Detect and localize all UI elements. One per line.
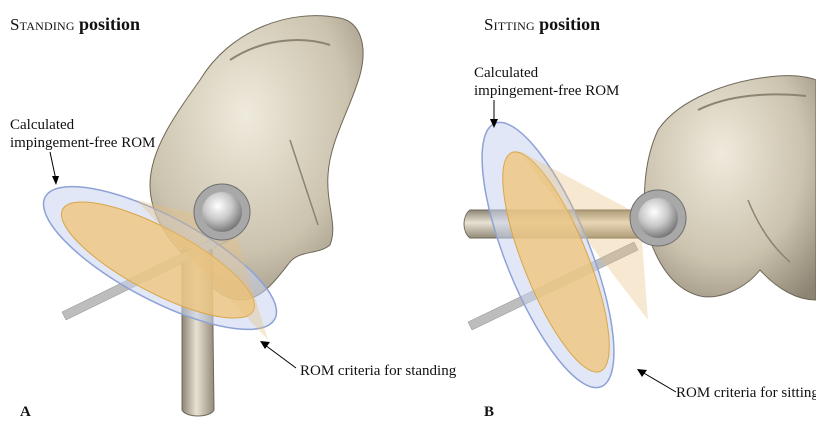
title-word-2: position (539, 14, 600, 34)
calculated-label-line2: impingement-free ROM (10, 134, 155, 152)
calculated-rom-label: Calculated impingement-free ROM (474, 64, 619, 100)
title-word-1: Sitting (484, 15, 535, 34)
criteria-label: ROM criteria for sitting (676, 384, 816, 402)
calculated-label-line2: impingement-free ROM (474, 82, 619, 100)
panel-letter: A (20, 404, 31, 421)
panel-standing: Standing position Calculated impingement… (0, 0, 408, 424)
calculated-label-line1: Calculated (474, 64, 619, 82)
calculated-label-line1: Calculated (10, 116, 155, 134)
panel-title: Sitting position (484, 14, 600, 35)
panel-title: Standing position (10, 14, 140, 35)
title-word-2: position (79, 14, 140, 34)
panel-letter: B (484, 404, 494, 421)
standing-hip-illustration (0, 0, 408, 424)
calculated-rom-label: Calculated impingement-free ROM (10, 116, 155, 152)
femoral-head (202, 192, 242, 232)
femoral-head (638, 198, 678, 238)
title-word-1: Standing (10, 15, 75, 34)
pelvis-bone (644, 76, 816, 300)
panel-sitting: Sitting position Calculated impingement-… (408, 0, 816, 424)
